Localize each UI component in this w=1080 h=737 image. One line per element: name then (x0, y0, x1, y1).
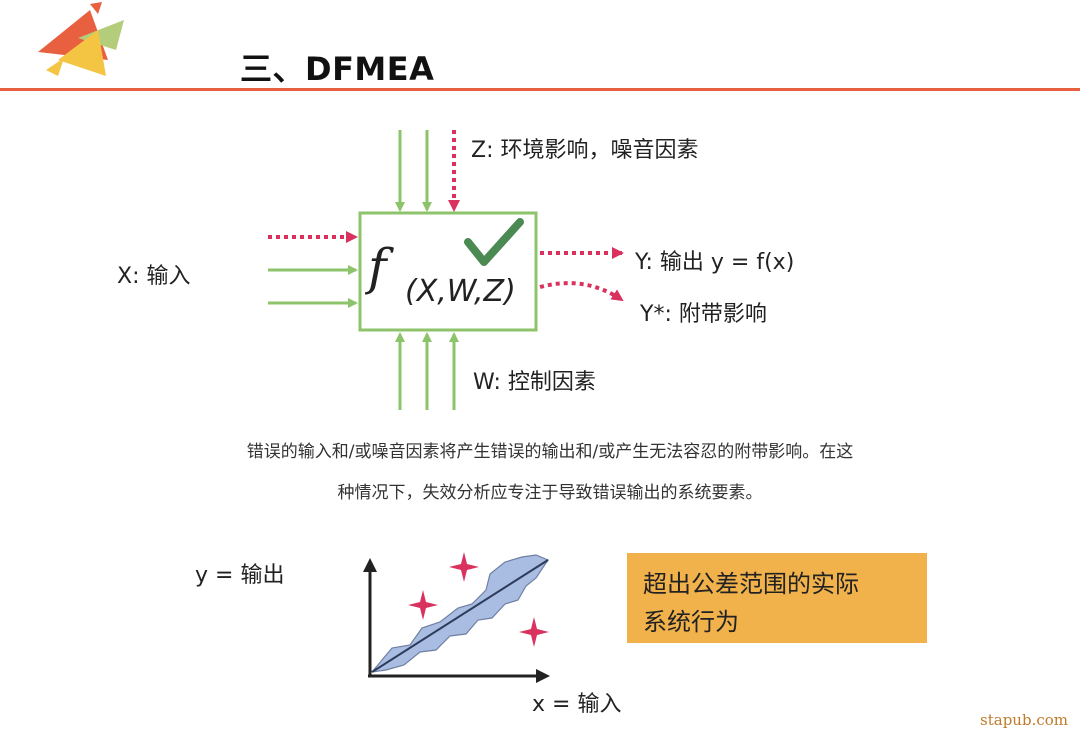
tolerance-band (370, 554, 549, 673)
y-label: Y: 输出 y = f(x) (635, 250, 795, 275)
callout-text-line-2: 系统行为 (643, 608, 739, 636)
x-label: X: 输入 (117, 264, 191, 289)
ideal-line (371, 559, 549, 673)
header-divider (0, 88, 1080, 91)
callout-text-line-1: 超出公差范围的实际 (643, 570, 859, 598)
ystar-arrow-red (539, 281, 624, 302)
plot-x-arrowhead (536, 669, 550, 683)
w-label: W: 控制因素 (473, 370, 596, 395)
description-line-1: 错误的输入和/或噪音因素将产生错误的输出和/或产生无法容忍的附带影响。在这 (246, 442, 854, 462)
outlier-star-icon (449, 552, 479, 582)
plot-x-axis-label: x = 输入 (532, 692, 622, 717)
watermark: stapub.com (980, 711, 1068, 729)
logo-triangles-icon (38, 2, 124, 76)
description-line-2: 种情况下，失效分析应专注于导致错误输出的系统要素。 (337, 483, 763, 503)
check-icon (464, 218, 524, 266)
function-symbol: f (368, 238, 387, 296)
outlier-star-icon (408, 590, 438, 620)
outlier-star-icon (519, 617, 549, 647)
function-args: (X,W,Z) (405, 274, 516, 309)
z-label: Z: 环境影响，噪音因素 (471, 138, 699, 163)
ystar-label: Y*: 附带影响 (640, 302, 767, 327)
callout-box: 超出公差范围的实际 系统行为 (627, 553, 927, 643)
page-title: 三、DFMEA (240, 50, 435, 88)
plot-y-arrowhead (363, 558, 377, 572)
plot-y-axis-label: y = 输出 (195, 563, 285, 588)
